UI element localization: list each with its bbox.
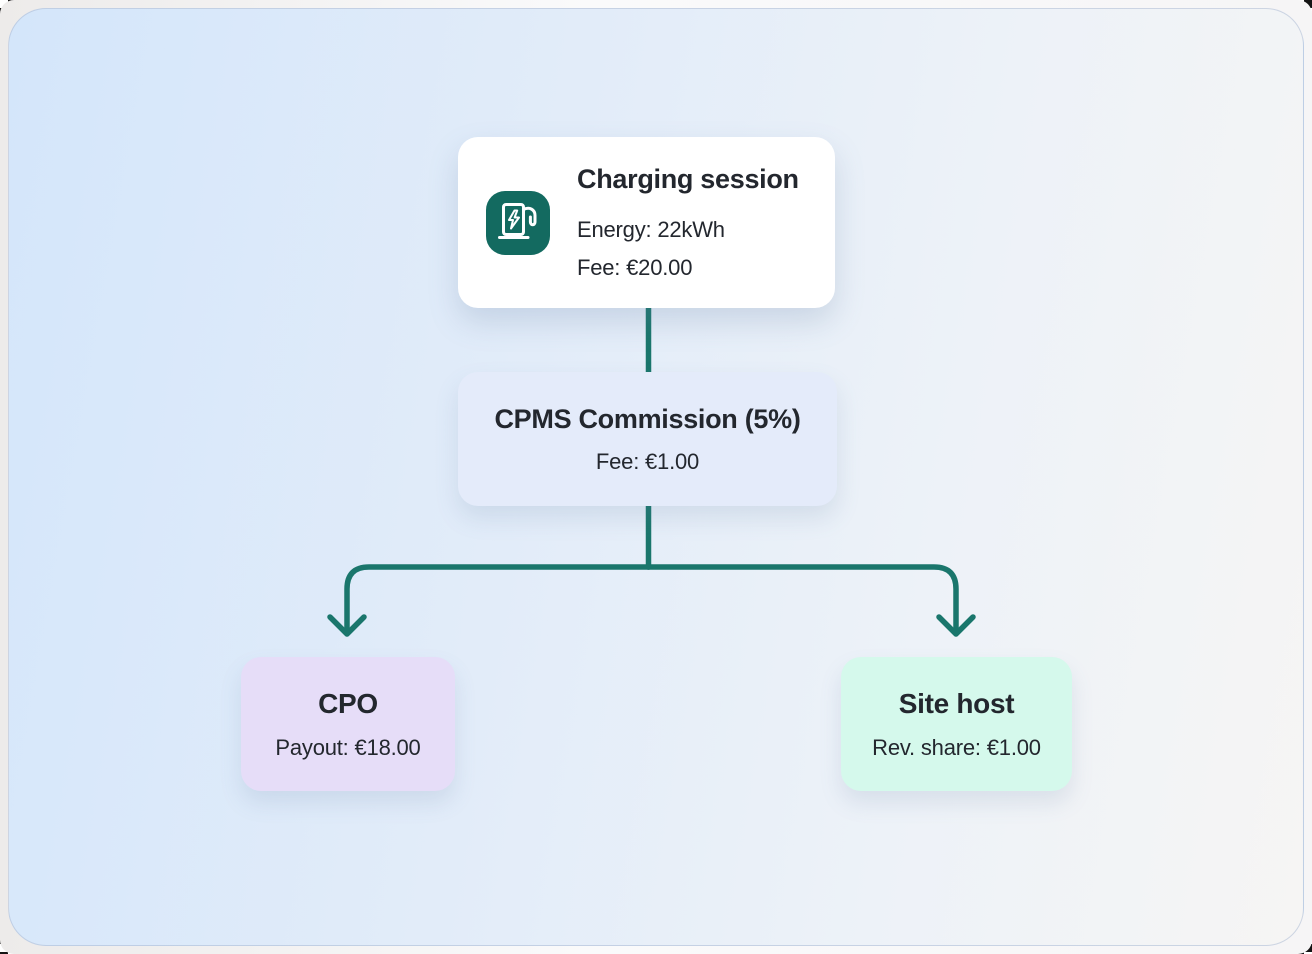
cpo-payout: Payout: €18.00 [275, 734, 421, 760]
site-host-rev-share: Rev. share: €1.00 [872, 734, 1041, 760]
cpms-commission-fee: Fee: €1.00 [595, 448, 700, 474]
charging-session-title: Charging session [577, 164, 799, 195]
site-host-title: Site host [898, 687, 1015, 719]
charging-session-text: Charging session Energy: 22kWh Fee: €20.… [577, 163, 799, 281]
cpms-commission-node: CPMS Commission (5%) Fee: €1.00 [458, 372, 837, 506]
charging-session-node: Charging session Energy: 22kWh Fee: €20.… [458, 137, 835, 308]
ev-charger-icon [486, 190, 550, 255]
cpms-commission-title: CPMS Commission (5%) [494, 403, 801, 434]
charging-session-energy: Energy: 22kWh [577, 216, 725, 242]
site-host-node: Site host Rev. share: €1.00 [841, 657, 1072, 791]
charging-session-fee: Fee: €20.00 [577, 255, 693, 281]
cpo-node: CPO Payout: €18.00 [241, 657, 455, 791]
cpo-title: CPO [318, 687, 378, 719]
